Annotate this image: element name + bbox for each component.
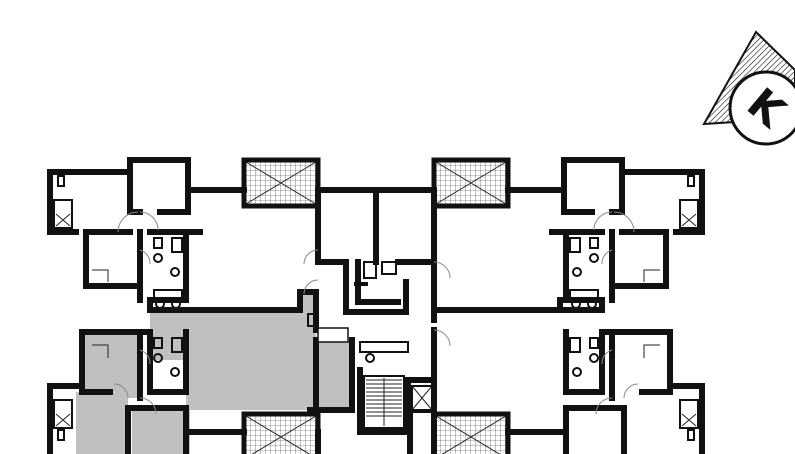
compass-circle — [728, 70, 795, 146]
right-wing-fixtures — [569, 175, 699, 441]
compass: K — [702, 30, 795, 146]
balcony-bottom-left — [241, 411, 321, 454]
left-wing-fixtures — [53, 175, 183, 441]
misc-walls — [505, 187, 567, 435]
balcony-bottom-right — [431, 411, 511, 454]
left-wing-doors — [113, 211, 159, 415]
central-doors — [303, 249, 451, 347]
highlighted-apartment[interactable] — [76, 292, 352, 454]
central-core-walls — [297, 187, 563, 454]
balcony-top-right — [431, 157, 511, 209]
balcony-top-left — [241, 157, 321, 209]
right-wing-doors — [593, 211, 639, 415]
stairwell — [307, 261, 433, 429]
